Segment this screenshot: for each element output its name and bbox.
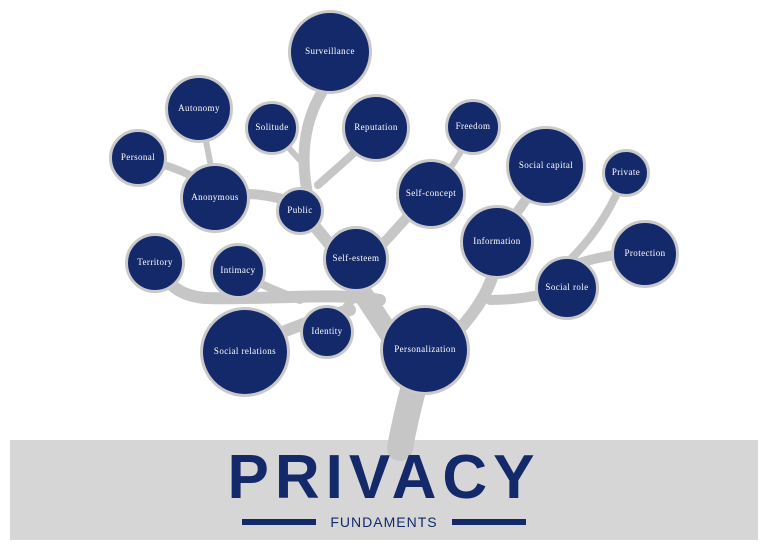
node-solitude: Solitude [245,101,299,155]
node-self-concept: Self-concept [396,159,466,229]
node-anonymous: Anonymous [180,163,250,233]
node-personal: Personal [109,129,167,187]
node-intimacy: Intimacy [210,243,266,299]
diagram-subtitle: FUNDAMENTS [330,514,438,530]
node-information: Information [460,205,534,279]
node-surveillance: Surveillance [288,10,372,94]
node-self-esteem: Self-esteem [323,226,389,292]
node-protection: Protection [611,220,679,288]
node-social-relations: Social relations [200,307,290,397]
title-rule-left [242,519,316,525]
node-social-capital: Social capital [506,126,586,206]
node-social-role: Social role [535,256,599,320]
node-personalization: Personalization [380,305,470,395]
node-identity: Identity [300,305,354,359]
diagram-title: PRIVACY [227,443,541,512]
node-public: Public [276,187,324,235]
node-freedom: Freedom [445,99,501,155]
node-reputation: Reputation [342,94,410,162]
node-autonomy: Autonomy [165,75,233,143]
title-banner [10,440,758,540]
node-private: Private [602,149,650,197]
node-territory: Territory [125,233,185,293]
title-rule-right [452,519,526,525]
